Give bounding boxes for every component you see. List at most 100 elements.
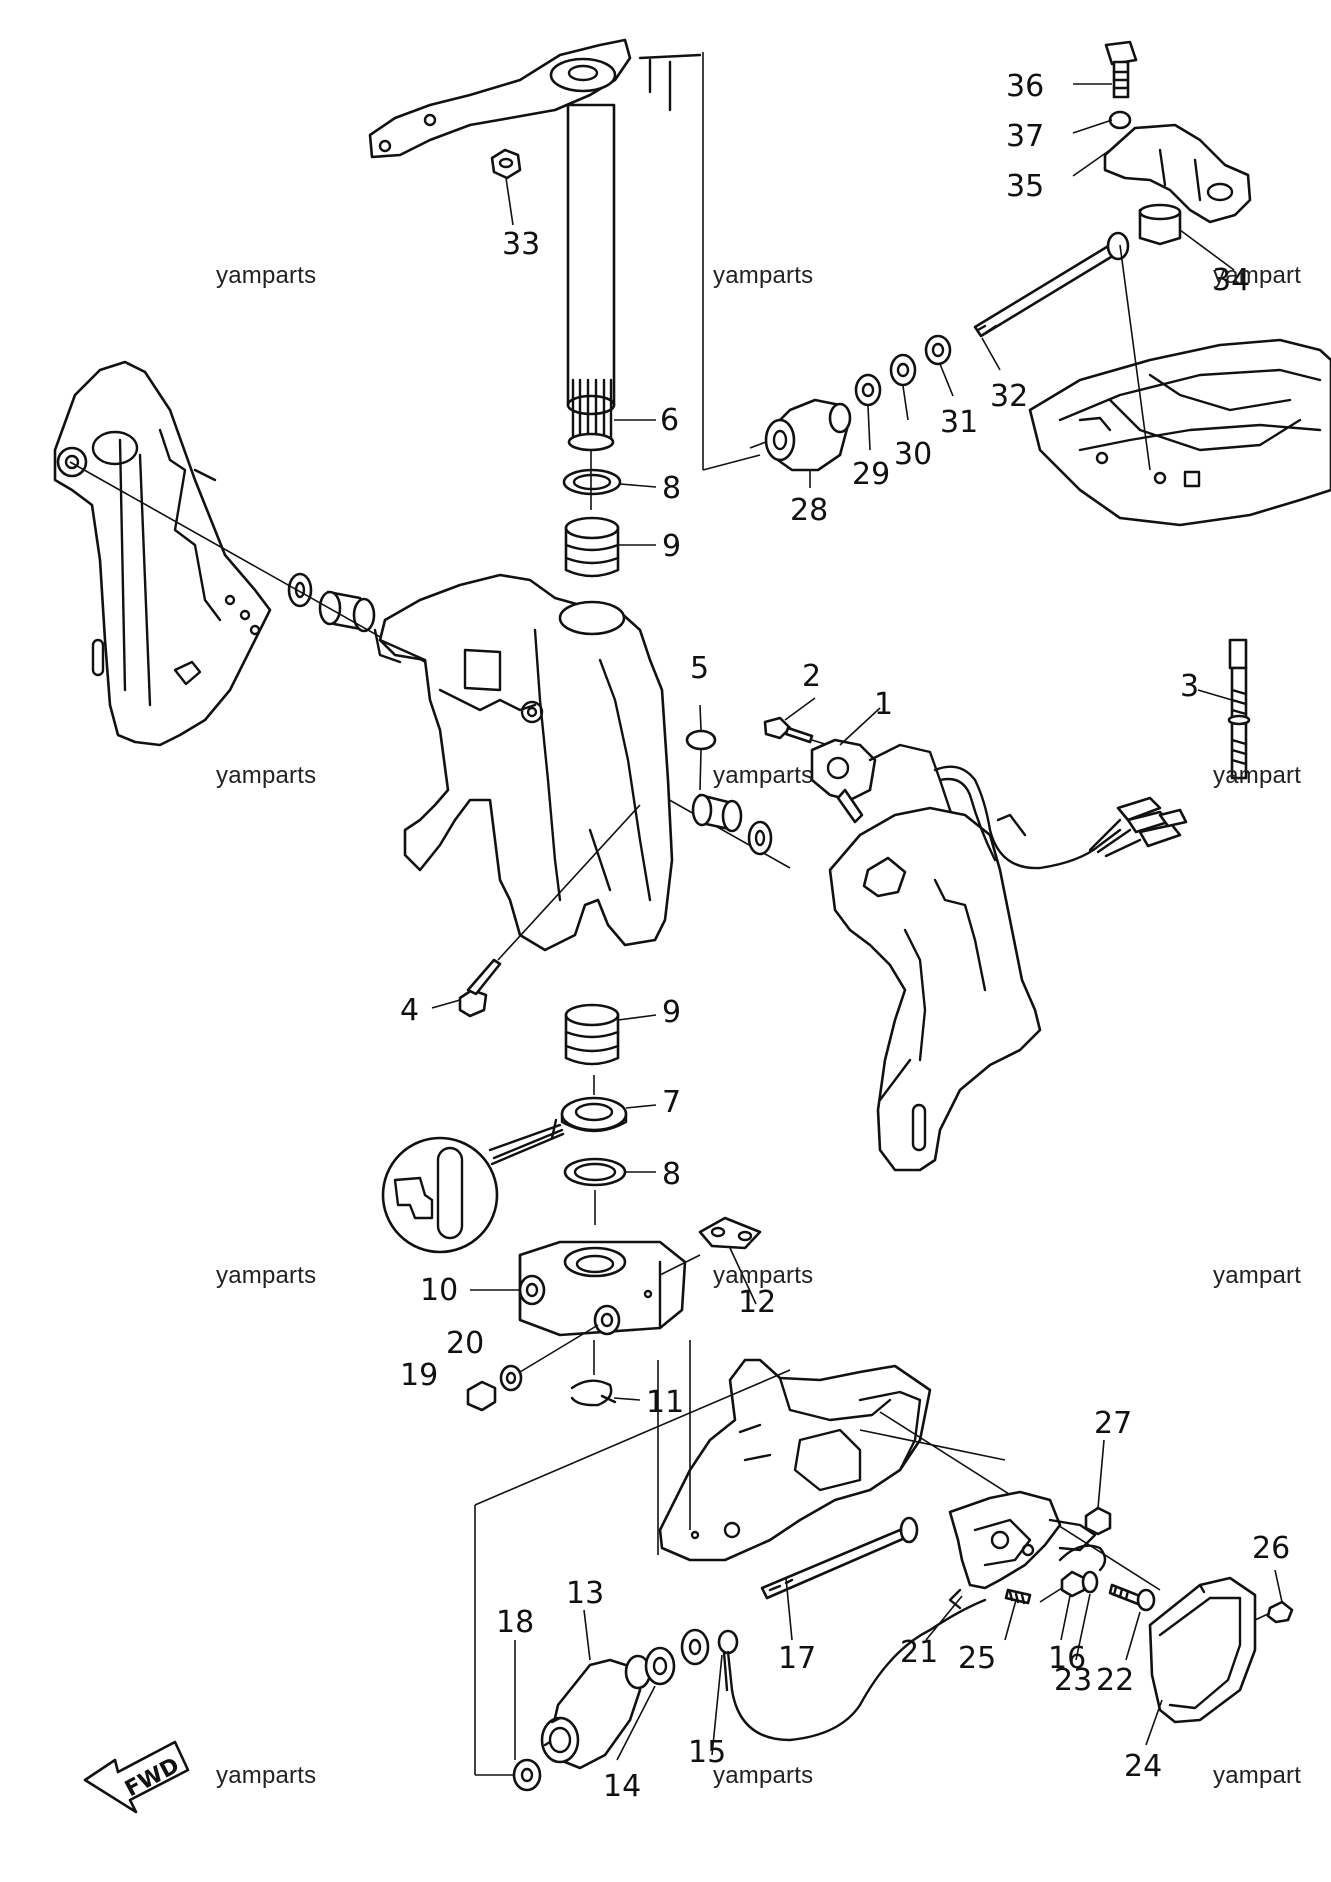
steering-shaft-drawing (566, 103, 616, 452)
callout-labels: 1 2 3 4 5 6 7 8 8 9 9 10 11 12 13 14 15 … (400, 69, 1290, 1804)
callout-37: 37 (1006, 119, 1044, 154)
nut-27-drawing (1084, 1506, 1112, 1536)
callout-2: 2 (802, 659, 821, 694)
washer-29-drawing (854, 373, 882, 407)
callout-1: 1 (874, 687, 893, 722)
lower-mount-bracket-drawing (658, 1358, 932, 1562)
washer-23-drawing (1081, 1570, 1099, 1594)
bushing-9-lower-drawing (564, 1003, 620, 1066)
clip-12-drawing (698, 1216, 762, 1250)
watermark: yamparts (216, 762, 317, 789)
washer-16-drawing (1060, 1570, 1086, 1598)
callout-14: 14 (603, 1769, 641, 1804)
cover-24-drawing (1148, 1576, 1257, 1724)
callout-34: 34 (1212, 263, 1250, 298)
callout-36: 36 (1006, 69, 1044, 104)
detail-inset-drawing (381, 1118, 565, 1254)
nut-5-drawing (685, 729, 717, 791)
clamp-35-drawing (1103, 123, 1252, 224)
callout-23: 23 (1054, 1663, 1092, 1698)
screw-26-drawing (1254, 1600, 1294, 1624)
bolt-4-drawing (458, 804, 641, 1018)
screw-2-drawing (763, 716, 829, 746)
bushing-9-upper-drawing (564, 516, 620, 578)
collar-34-drawing (1138, 203, 1182, 246)
bolt-17-drawing (760, 1516, 919, 1600)
bolt-25-drawing (1004, 1588, 1032, 1605)
nut-19-drawing (466, 1380, 497, 1412)
callout-5: 5 (690, 651, 709, 686)
fwd-arrow: FWD (83, 1740, 190, 1814)
callout-3: 3 (1180, 669, 1199, 704)
nut-33-drawing (490, 148, 522, 180)
watermark: yampart (1213, 262, 1302, 289)
watermark: yamparts (216, 262, 317, 289)
callout-29: 29 (852, 457, 890, 492)
callout-10: 10 (420, 1273, 458, 1308)
bushing-right-drawing (691, 793, 743, 833)
bushing-left-drawing (318, 590, 376, 633)
callout-8-lower: 8 (662, 1157, 681, 1192)
callout-28: 28 (790, 493, 828, 528)
swivel-bracket-drawing (373, 573, 674, 952)
clamp-bracket-right-drawing (828, 806, 1042, 1172)
watermark: yamparts (216, 1762, 317, 1789)
watermark: yamparts (713, 1762, 814, 1789)
callout-30: 30 (894, 437, 932, 472)
callout-9-lower: 9 (662, 995, 681, 1030)
callout-35: 35 (1006, 169, 1044, 204)
watermark: yampart (1213, 1762, 1302, 1789)
callout-8-upper: 8 (662, 471, 681, 506)
callout-27: 27 (1094, 1406, 1132, 1441)
washer-15-drawing (680, 1628, 710, 1666)
callout-18: 18 (496, 1605, 534, 1640)
seal-7-drawing (560, 1096, 628, 1133)
callout-15: 15 (688, 1735, 726, 1770)
callout-4: 4 (400, 993, 419, 1028)
bracket-21-drawing (948, 1490, 1097, 1610)
leader-lines (431, 83, 1283, 1761)
watermark: yamparts (713, 1262, 814, 1289)
callout-33: 33 (502, 227, 540, 262)
bottom-cowling-pan-drawing (1028, 338, 1331, 527)
washer-37-drawing (1108, 110, 1132, 130)
callout-17: 17 (778, 1641, 816, 1676)
screw-22-drawing (1108, 1583, 1156, 1612)
washer-31-drawing (924, 334, 952, 366)
steering-block-10-drawing (518, 1240, 701, 1337)
callout-32: 32 (990, 379, 1028, 414)
washer-right-drawing (747, 820, 773, 856)
watermark: yamparts (713, 762, 814, 789)
washer-left-drawing (287, 572, 313, 608)
bolt-32-drawing (973, 231, 1130, 338)
washer-30-drawing (889, 353, 917, 387)
callout-16: 16 (1048, 1641, 1086, 1676)
callout-26: 26 (1252, 1531, 1290, 1566)
callout-22: 22 (1096, 1663, 1134, 1698)
watermark: yampart (1213, 762, 1302, 789)
callout-13: 13 (566, 1576, 604, 1611)
wire-harness-drawing (933, 765, 1188, 870)
bolt-36-drawing (1104, 40, 1138, 99)
steering-arm-drawing (368, 38, 702, 159)
washer-20-drawing (499, 1324, 599, 1392)
callout-25: 25 (958, 1641, 996, 1676)
callout-7: 7 (662, 1085, 681, 1120)
callout-31: 31 (940, 405, 978, 440)
callout-11: 11 (646, 1385, 684, 1420)
trim-switch-1-drawing (810, 738, 962, 832)
watermark: yampart (1213, 1262, 1302, 1289)
callout-21: 21 (900, 1635, 938, 1670)
callout-9-upper: 9 (662, 529, 681, 564)
mount-28-drawing (749, 398, 852, 472)
watermark: yamparts (713, 262, 814, 289)
o-ring-8-upper-drawing (562, 468, 622, 496)
mount-13-drawing (540, 1654, 652, 1770)
callout-12: 12 (738, 1285, 776, 1320)
callout-24: 24 (1124, 1749, 1162, 1784)
clamp-bracket-left-drawing (53, 360, 272, 747)
callout-19: 19 (400, 1358, 438, 1393)
watermark: yamparts (216, 1262, 317, 1289)
